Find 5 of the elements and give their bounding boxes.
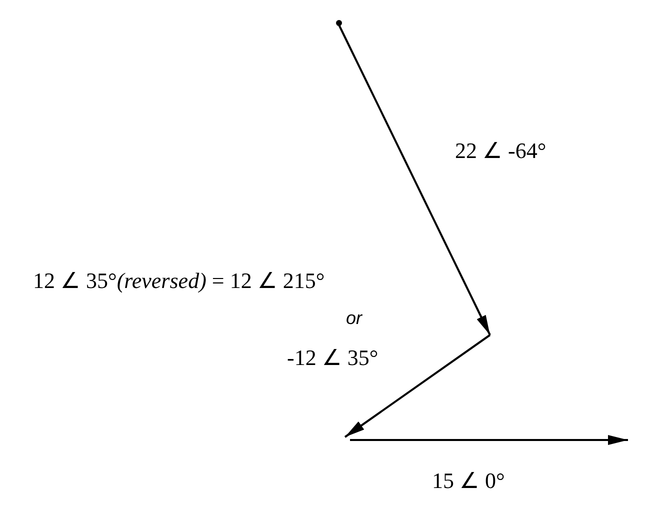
- vector-label: 12 ∠ 35°(reversed) = 12 ∠ 215°: [33, 270, 325, 292]
- vector-label: 22 ∠ -64°: [455, 140, 546, 162]
- vector-label: or: [346, 309, 362, 327]
- vector-label: 15 ∠ 0°: [432, 470, 505, 492]
- vector-label: -12 ∠ 35°: [287, 347, 378, 369]
